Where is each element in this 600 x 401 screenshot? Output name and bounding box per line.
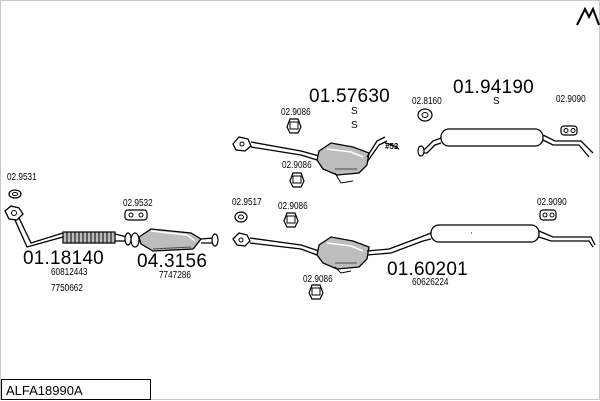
part-suffix: S (351, 120, 358, 131)
brand-logo-icon (576, 6, 600, 26)
rubber-hanger-icon (560, 125, 578, 136)
part-number: 01.18140 (23, 248, 104, 269)
fitting-label: 02.9517 (232, 197, 262, 208)
diagram-code-box: ALFA18990A (1, 379, 151, 400)
fitting-label: 02.9090 (556, 94, 586, 105)
catalytic-converter (130, 228, 219, 252)
svg-text:#53: #53 (385, 142, 399, 151)
rear-silencer (430, 224, 596, 248)
part-ref: 60626224 (412, 277, 449, 288)
middle-flange-icon (232, 232, 251, 247)
fitting-label: 02.9086 (303, 274, 333, 285)
front-pipe (14, 217, 132, 248)
front-flange-icon (4, 205, 24, 221)
part-ref: 7750662 (51, 283, 83, 294)
part-suffix: S (351, 106, 358, 117)
fitting-label: 02.9532 (123, 198, 153, 209)
rubber-hanger-icon (283, 212, 299, 228)
rubber-hanger-icon (539, 209, 557, 221)
fitting-label: 02.9086 (281, 107, 311, 118)
center-silencer (249, 232, 432, 274)
upper-center-silencer: #53 (250, 136, 400, 184)
part-number: 01.57630 (309, 86, 390, 107)
rubber-hanger-icon (124, 209, 148, 221)
rubber-hanger-icon (286, 118, 302, 134)
part-ref: 60812443 (51, 267, 88, 278)
upper-rear-silencer (417, 128, 594, 158)
fitting-label: 02.8160 (412, 96, 442, 107)
part-suffix: S (493, 96, 500, 107)
part-ref: 7747286 (159, 270, 191, 281)
fitting-label: 02.9531 (7, 172, 37, 183)
part-number: 04.3156 (137, 251, 208, 272)
upper-flange-icon (232, 136, 252, 152)
fitting-label: 02.9086 (282, 160, 312, 171)
gasket-icon (234, 211, 248, 223)
fitting-label: 02.9086 (278, 201, 308, 212)
part-number: 01.60201 (387, 259, 468, 280)
gasket-icon (8, 189, 22, 199)
diagram-code: ALFA18990A (6, 383, 83, 398)
rubber-hanger-icon (308, 284, 324, 300)
rubber-hanger-icon (289, 172, 305, 188)
gasket-icon (417, 108, 433, 122)
fitting-label: 02.9090 (537, 197, 567, 208)
part-number: 01.94190 (453, 77, 534, 98)
